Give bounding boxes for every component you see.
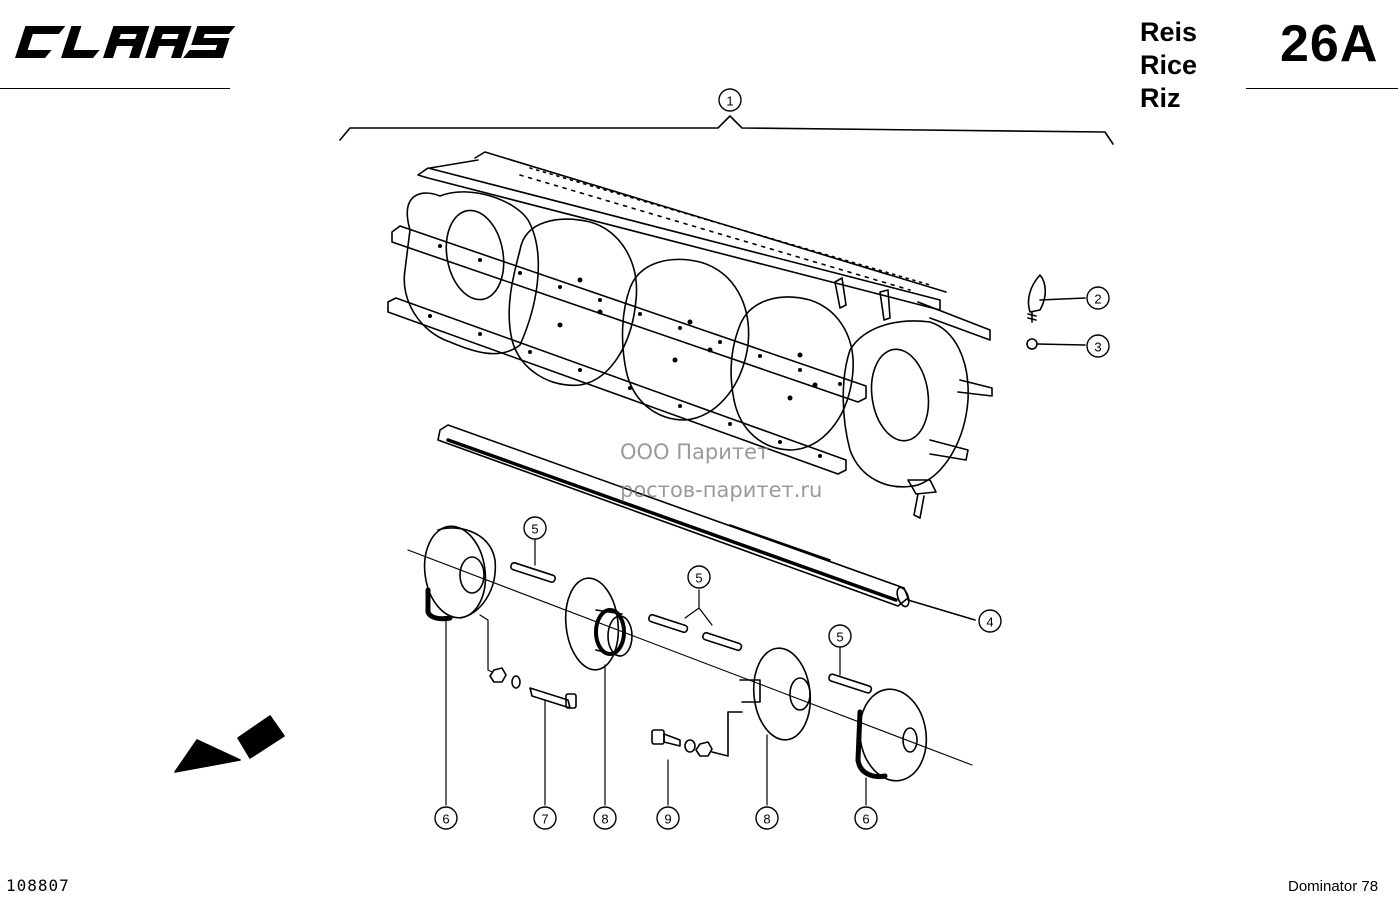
callout-label-4: 4	[986, 615, 993, 630]
shaft-part	[437, 424, 976, 621]
title-german: Reis	[1140, 17, 1198, 47]
watermark-company: ООО Паритет	[620, 440, 770, 464]
callout-6b	[854, 806, 878, 830]
page-number: 26A	[1280, 15, 1379, 73]
watermark-domain: ростов-паритет.ru	[620, 478, 823, 502]
callout-7	[533, 806, 557, 830]
callout-5b	[687, 565, 711, 589]
title-english: Rice	[1140, 50, 1198, 80]
callout-9	[656, 806, 680, 830]
claas-logo	[15, 26, 235, 58]
direction-arrow	[174, 715, 285, 773]
callout-label-6a: 6	[442, 812, 449, 827]
callout-label-9: 9	[664, 812, 671, 827]
callout-label-2: 2	[1094, 292, 1101, 307]
callout-8a	[593, 806, 617, 830]
key-parts	[510, 561, 873, 694]
tine-part	[1026, 274, 1086, 350]
right-hub-part	[855, 688, 928, 782]
callout-label-5c: 5	[836, 630, 843, 645]
callout-label-8a: 8	[601, 812, 608, 827]
callout-label-3: 3	[1094, 340, 1101, 355]
callout-1	[718, 88, 742, 112]
left-bearing-part	[564, 577, 633, 671]
callout-4	[978, 609, 1002, 633]
callout-8b	[755, 806, 779, 830]
header-rule-right	[1246, 88, 1398, 89]
model-name: Dominator 78	[1288, 878, 1379, 895]
callout-label-5a: 5	[531, 522, 538, 537]
document-number: 108807	[6, 876, 70, 895]
callout-6a	[434, 806, 458, 830]
callout-5c	[828, 624, 852, 648]
bolt-parts	[489, 667, 577, 709]
title-block: Reis Rice Riz	[1140, 16, 1197, 115]
leader-lines	[445, 539, 867, 806]
callout-3	[1086, 334, 1110, 358]
right-bearing-part	[739, 647, 812, 741]
callout-label-5b: 5	[695, 571, 702, 586]
callout-label-6b: 6	[862, 812, 869, 827]
drum-assembly	[387, 151, 993, 519]
header-rule-left	[0, 88, 230, 89]
callout-label-7: 7	[541, 812, 548, 827]
callout-label-8b: 8	[763, 812, 770, 827]
callout-2	[1086, 286, 1110, 310]
callout-5a	[523, 516, 547, 540]
left-hub-part	[423, 525, 497, 622]
assembly-bracket	[339, 115, 1114, 145]
callout-label-1: 1	[726, 94, 733, 109]
title-french: Riz	[1140, 83, 1181, 113]
small-bolt-parts	[651, 711, 743, 757]
axis-line	[407, 549, 973, 766]
